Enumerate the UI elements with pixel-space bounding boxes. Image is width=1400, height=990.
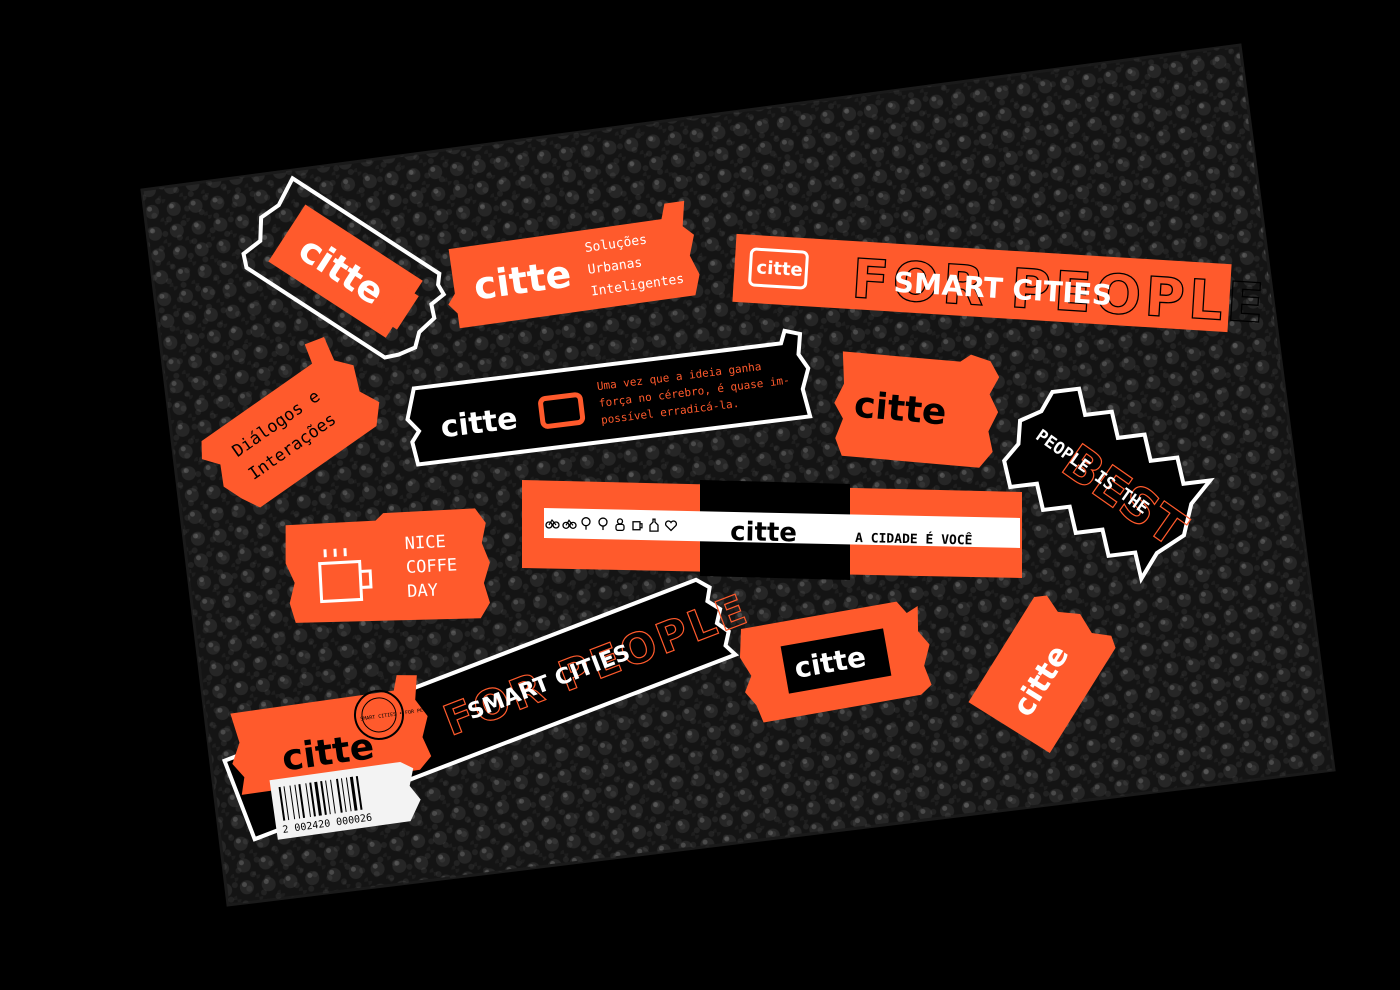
badge-sticker: citte Soluções Urbanas Inteligentes bbox=[448, 200, 700, 329]
barcode-bar bbox=[349, 776, 358, 811]
barcode-bar bbox=[355, 775, 363, 810]
bold-logo-sticker: citte bbox=[834, 351, 1000, 468]
cidade-icons bbox=[545, 517, 678, 532]
people-sticker: BEST PEOPLE IS THE bbox=[1002, 386, 1215, 585]
barcode-bar bbox=[298, 784, 306, 819]
coffee-line-1: NICE bbox=[404, 532, 446, 554]
quote-sticker: citte Uma vez que a ideia ganha força no… bbox=[405, 328, 813, 467]
cidade-banner: citte A CIDADE É VOCÊ bbox=[522, 480, 1022, 580]
bottle-icon bbox=[649, 518, 659, 532]
barcode-bar bbox=[283, 786, 290, 821]
cup-icon bbox=[632, 521, 643, 531]
barcode-bar bbox=[294, 784, 301, 819]
person-icon bbox=[615, 518, 625, 532]
bike-icon bbox=[545, 518, 560, 529]
barcode-bar bbox=[325, 780, 331, 815]
barcode-bar bbox=[314, 781, 322, 816]
banner-logo: citte bbox=[756, 257, 803, 281]
cidade-logo: citte bbox=[730, 517, 797, 548]
barcode-bar bbox=[309, 782, 316, 817]
seal-badge bbox=[353, 689, 404, 740]
barcode-bar bbox=[305, 783, 312, 818]
bike-icon bbox=[562, 519, 577, 529]
barcode-bar bbox=[335, 778, 343, 813]
barcode-bar bbox=[289, 785, 296, 820]
ticket-sticker: citte bbox=[739, 601, 932, 723]
barcode-bar bbox=[345, 777, 352, 812]
barcode-bar bbox=[340, 778, 347, 813]
coffee-line-2: COFFE bbox=[406, 555, 458, 578]
quote-logo-mark bbox=[538, 392, 586, 429]
coffee-sticker: NICE COFFE DAY bbox=[285, 508, 490, 623]
barcode-bar bbox=[278, 786, 286, 821]
tag-sticker: citte bbox=[241, 175, 447, 360]
cup-icon bbox=[318, 548, 373, 604]
coffee-line-3: DAY bbox=[407, 580, 439, 602]
dialogos-sticker: Diálogos e Interações bbox=[201, 337, 380, 508]
heart-icon bbox=[664, 520, 678, 532]
cidade-text: A CIDADE É VOCÊ bbox=[855, 530, 973, 548]
bold-logo: citte bbox=[852, 385, 948, 434]
barcode-bar bbox=[320, 780, 327, 815]
tree-icon bbox=[581, 517, 591, 530]
square-logo-sticker: citte bbox=[968, 595, 1116, 754]
barcode-bar bbox=[330, 779, 336, 814]
cidade-white-band bbox=[544, 508, 1020, 548]
tree-icon bbox=[598, 517, 608, 531]
barcode-bars bbox=[278, 775, 363, 821]
